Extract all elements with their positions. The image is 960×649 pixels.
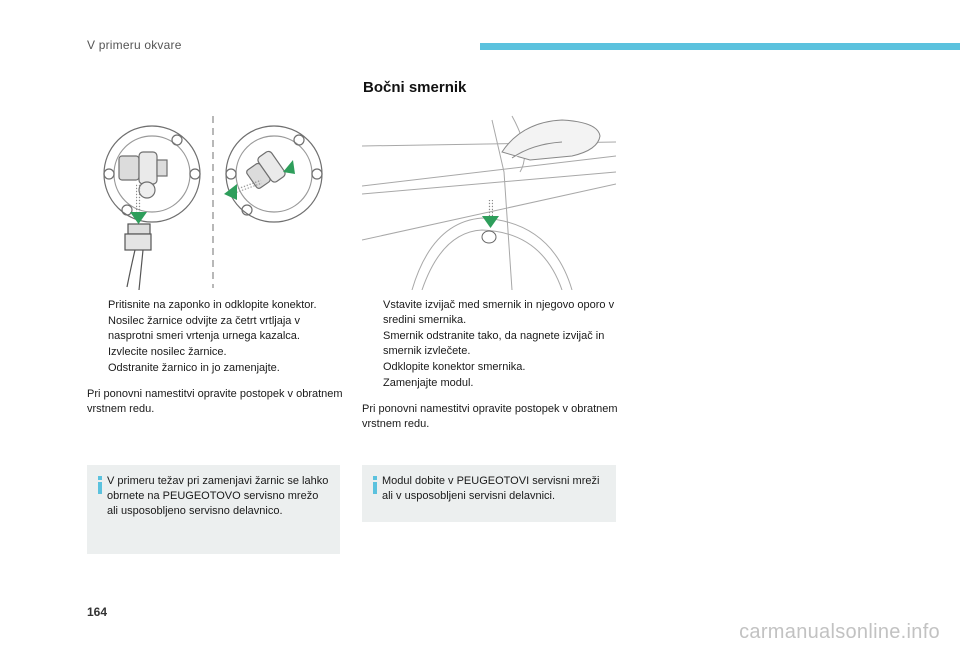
lamp-housing-right <box>225 125 323 223</box>
down-arrow-left <box>130 184 147 224</box>
section-header: V primeru okvare <box>87 38 182 52</box>
info-box-left: V primeru težav pri zamenjavi žarnic se … <box>87 465 340 554</box>
list-item: Odklopite konektor smernika. <box>383 361 526 373</box>
connector-detached <box>124 223 152 291</box>
list-item: Nosilec žarnice odvijte za četrt vrtljaj… <box>108 315 300 342</box>
right-column: Vstavite izvijač med smernik in njegovo … <box>362 298 618 432</box>
left-column: Pritisnite na zaponko in odklopite konek… <box>87 298 343 417</box>
info-icon <box>98 476 102 494</box>
info-icon <box>373 476 377 494</box>
list-item: Izvlecite nosilec žarnice. <box>108 346 227 358</box>
section-title: Bočni smernik <box>363 79 467 96</box>
list-item: Vstavite izvijač med smernik in njegovo … <box>383 299 615 326</box>
repeater-arrow <box>482 200 499 228</box>
fog-lamp-illustration <box>103 116 323 291</box>
reassembly-note: Pri ponovni namestitvi opravite postopek… <box>362 403 618 430</box>
info-text: V primeru težav pri zamenjavi žarnic se … <box>107 475 329 517</box>
right-steps-list: Vstavite izvijač med smernik in njegovo … <box>362 298 618 391</box>
info-box-right: Modul dobite v PEUGEOTOVI servisni mreži… <box>362 465 616 522</box>
side-repeater-lamp <box>481 230 497 244</box>
page-number: 164 <box>87 605 108 619</box>
left-steps-list: Pritisnite na zaponko in odklopite konek… <box>87 298 343 376</box>
lamp-housing-left <box>103 125 201 223</box>
side-repeater-illustration <box>362 115 616 290</box>
list-item: Odstranite žarnico in jo zamenjajte. <box>108 362 280 374</box>
side-mirror <box>501 119 601 161</box>
header-accent-bar <box>480 43 960 50</box>
reassembly-note: Pri ponovni namestitvi opravite postopek… <box>87 388 343 415</box>
info-text: Modul dobite v PEUGEOTOVI servisni mreži… <box>382 475 600 502</box>
list-item: Smernik odstranite tako, da nagnete izvi… <box>383 330 605 357</box>
list-item: Zamenjajte modul. <box>383 377 474 389</box>
twist-arrows <box>224 160 295 200</box>
watermark: carmanualsonline.info <box>739 621 940 643</box>
list-item: Pritisnite na zaponko in odklopite konek… <box>108 299 317 311</box>
